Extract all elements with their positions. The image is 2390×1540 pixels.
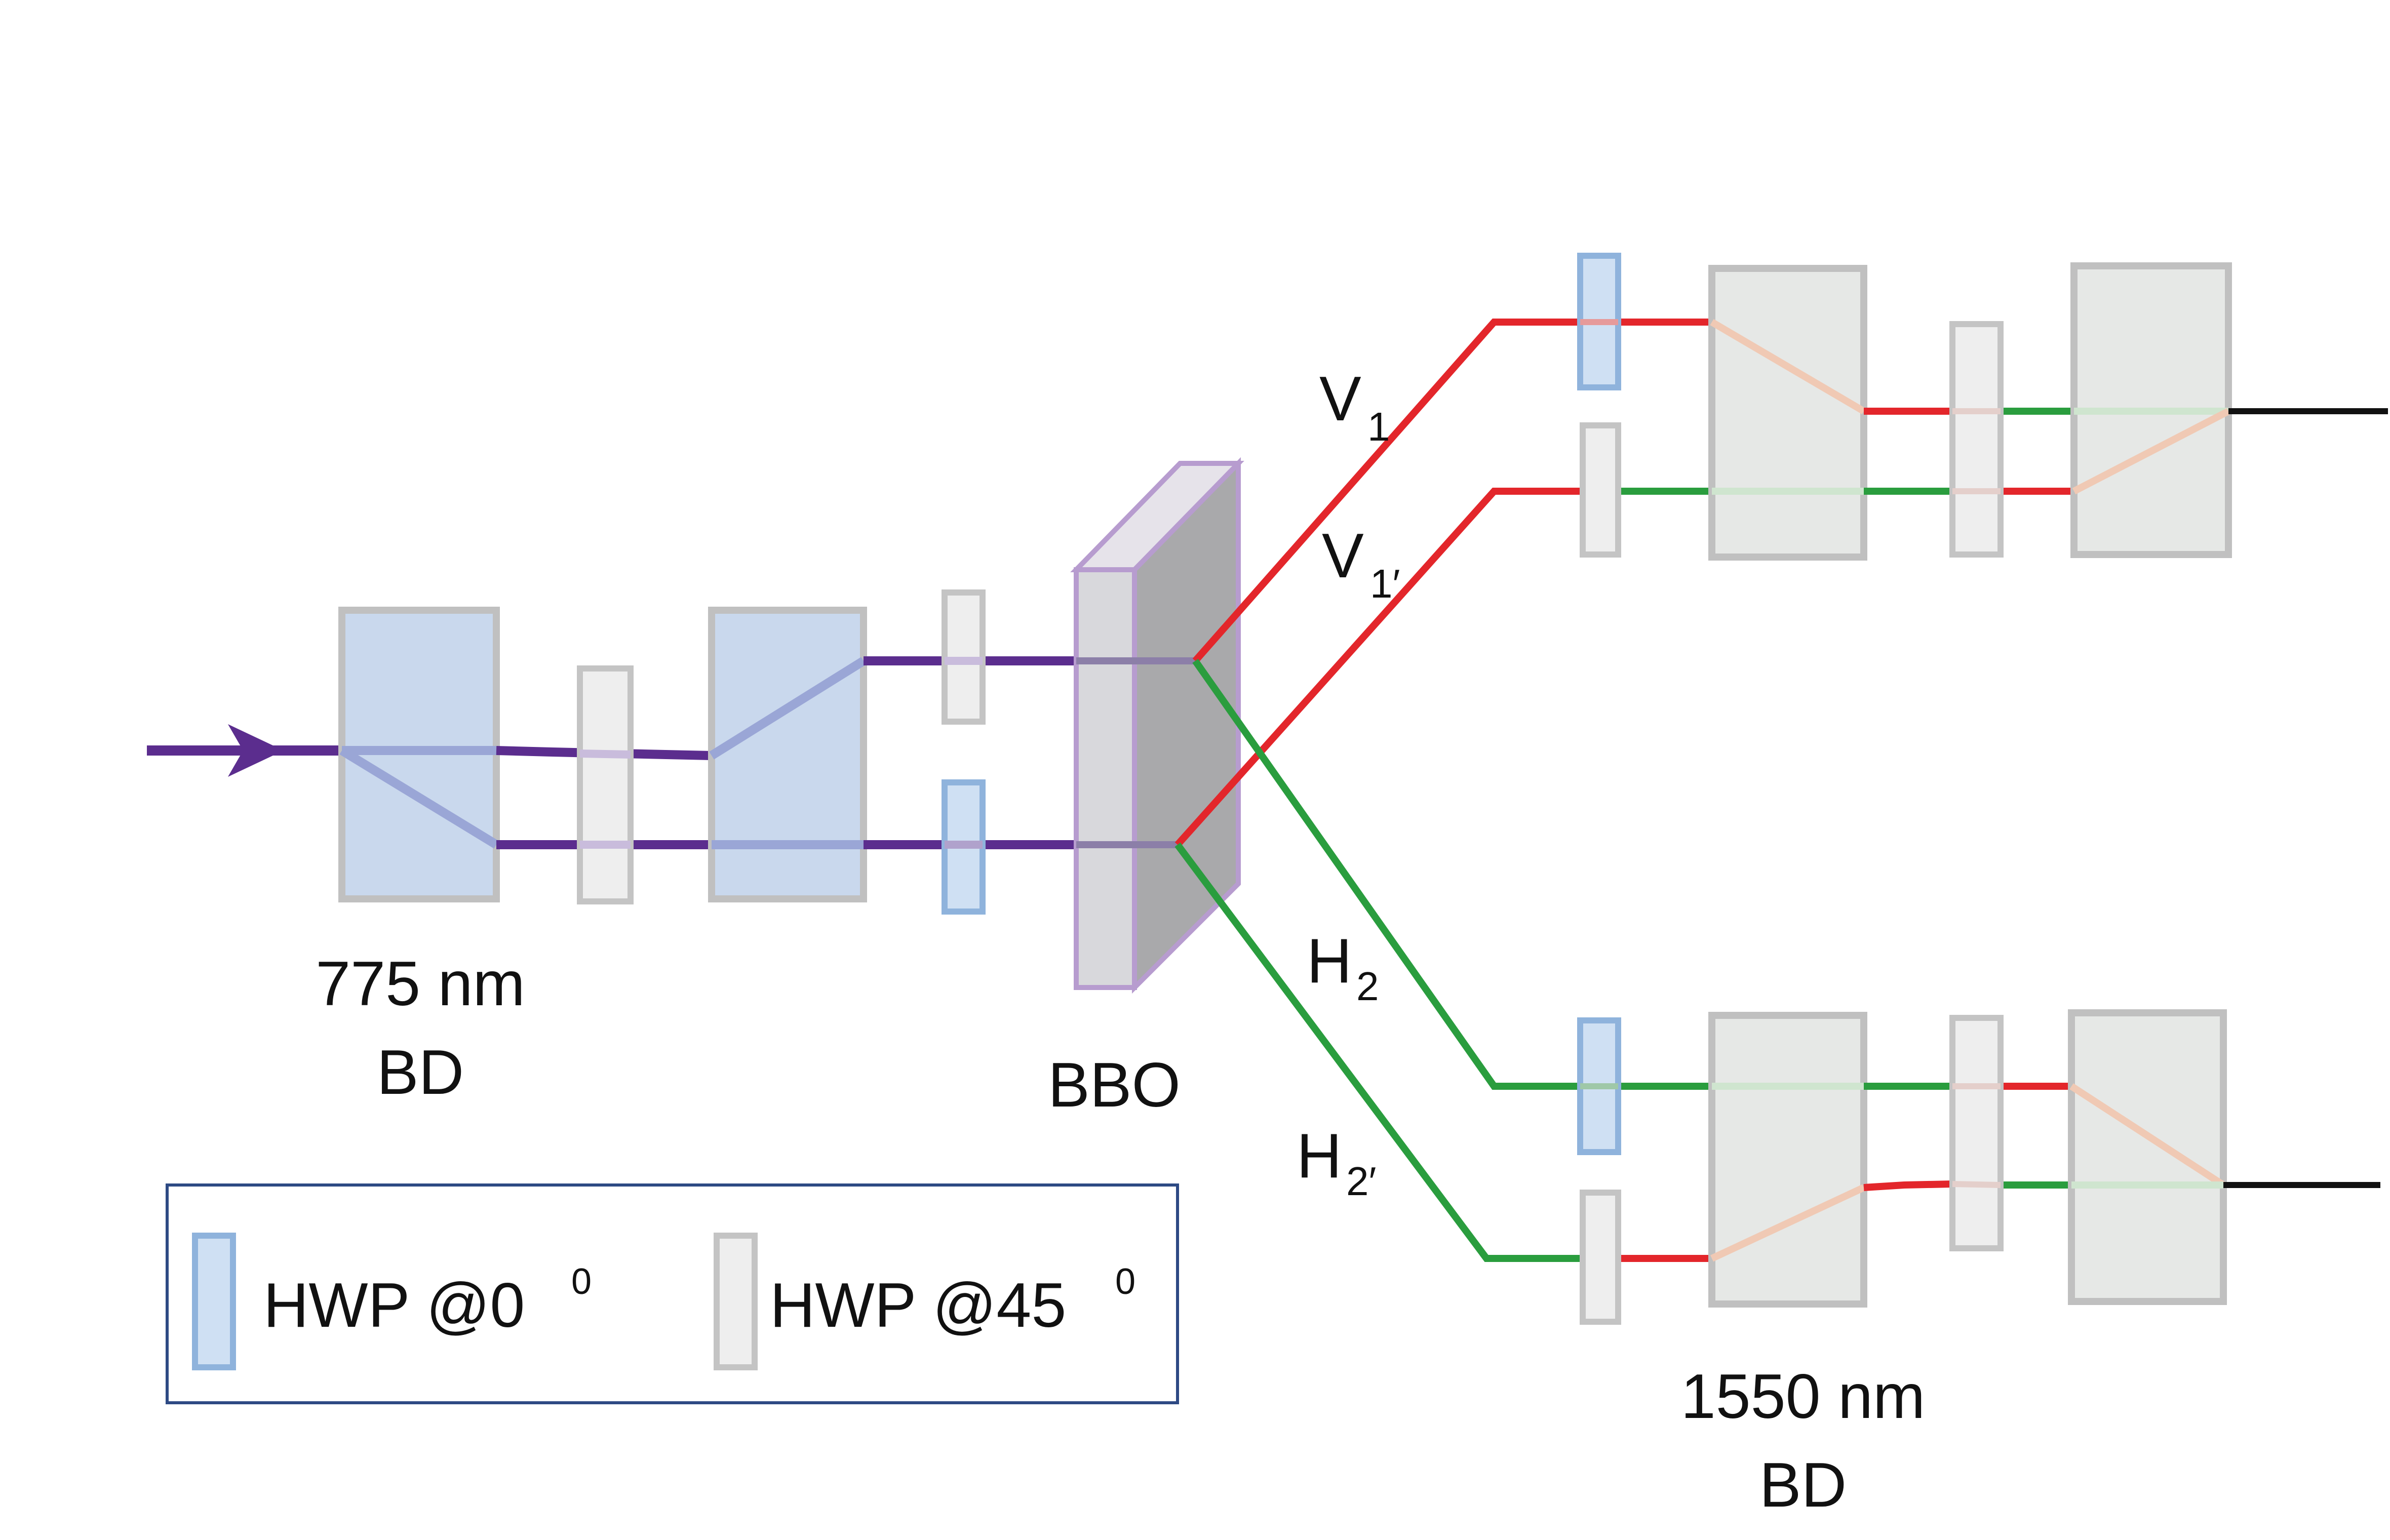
bd-1550-lower-first <box>1708 1012 1867 1308</box>
hwp-45-upper-in <box>1580 422 1621 558</box>
label-h2: H <box>1307 926 1352 996</box>
hwp-45-pump-mid-beam-u <box>579 749 631 759</box>
hwp-45-lower-mid <box>1949 1015 2004 1251</box>
bd-1550-upper-second-walkoff <box>2072 408 2230 495</box>
path-v1-prime <box>1174 488 1583 847</box>
bd-1550-lower-second <box>2068 1009 2227 1305</box>
bbo-label: BBO <box>1048 1050 1181 1120</box>
bbo-front-face <box>1074 567 1137 990</box>
pump-upper-mid-beam <box>496 746 712 760</box>
label-h2-prime-sub: 2′ <box>1346 1159 1377 1204</box>
label-h2-sub: 2 <box>1356 964 1379 1009</box>
hwp-45-lower-mid-beam-2 <box>1952 1181 2001 1188</box>
label-v1-prime: V <box>1322 521 1364 591</box>
label-v1-sub: 1 <box>1367 404 1390 449</box>
bd-1550-upper-first-walkoff <box>1710 319 1866 415</box>
path-h2 <box>1192 658 1583 1090</box>
upper-analyzer <box>1577 253 2388 561</box>
bd-1550-label-line2: BD <box>1759 1450 1847 1520</box>
path-h2-prime <box>1174 842 1583 1262</box>
hwp-45-lower-in <box>1580 1190 1621 1325</box>
pump-arrow-icon <box>228 724 284 777</box>
label-v1-prime-sub: 1′ <box>1370 561 1400 606</box>
legend-hwp-45-label: HWP @45 <box>770 1271 1066 1340</box>
legend-box <box>166 1183 1179 1404</box>
bd-1550-lower-second-walkoff <box>2069 1083 2225 1188</box>
bd-1550-upper-first <box>1708 265 1867 561</box>
legend-hwp-45-swatch <box>714 1233 758 1370</box>
path-v1 <box>1192 319 1583 663</box>
legend-hwp-0-swatch <box>192 1233 236 1370</box>
hwp-45-pump-mid <box>577 665 634 904</box>
legend-hwp-0-label: HWP @0 <box>263 1271 525 1340</box>
legend: HWP @0 0 HWP @45 0 <box>166 1183 1179 1404</box>
bbo-crystal: BBO <box>1048 457 1244 1120</box>
hwp-45-upper-mid <box>1949 321 2004 558</box>
label-v1: V <box>1319 364 1361 434</box>
bd-775-label-line2: BD <box>377 1038 464 1108</box>
photon-paths: V 1 V 1′ H 2 H 2′ <box>1174 319 1583 1262</box>
pump-section: 775 nm BD <box>147 589 1076 1108</box>
lower-mid-red-2 <box>1863 1180 1953 1191</box>
legend-hwp-0-sup: 0 <box>571 1261 592 1302</box>
lower-analyzer: 1550 nm BD <box>1577 1009 2380 1520</box>
bd-1550-lower-first-walkoff <box>1710 1184 1865 1262</box>
bd-1550-label-line1: 1550 nm <box>1681 1362 1926 1432</box>
bd-775-second-walkoff <box>709 657 866 760</box>
bd-775-label-line1: 775 nm <box>316 949 525 1019</box>
legend-hwp-45-sup: 0 <box>1115 1261 1135 1302</box>
label-h2-prime: H <box>1297 1121 1342 1191</box>
bd-775-second <box>708 607 867 902</box>
bd-775-first-walkoff <box>339 746 499 849</box>
